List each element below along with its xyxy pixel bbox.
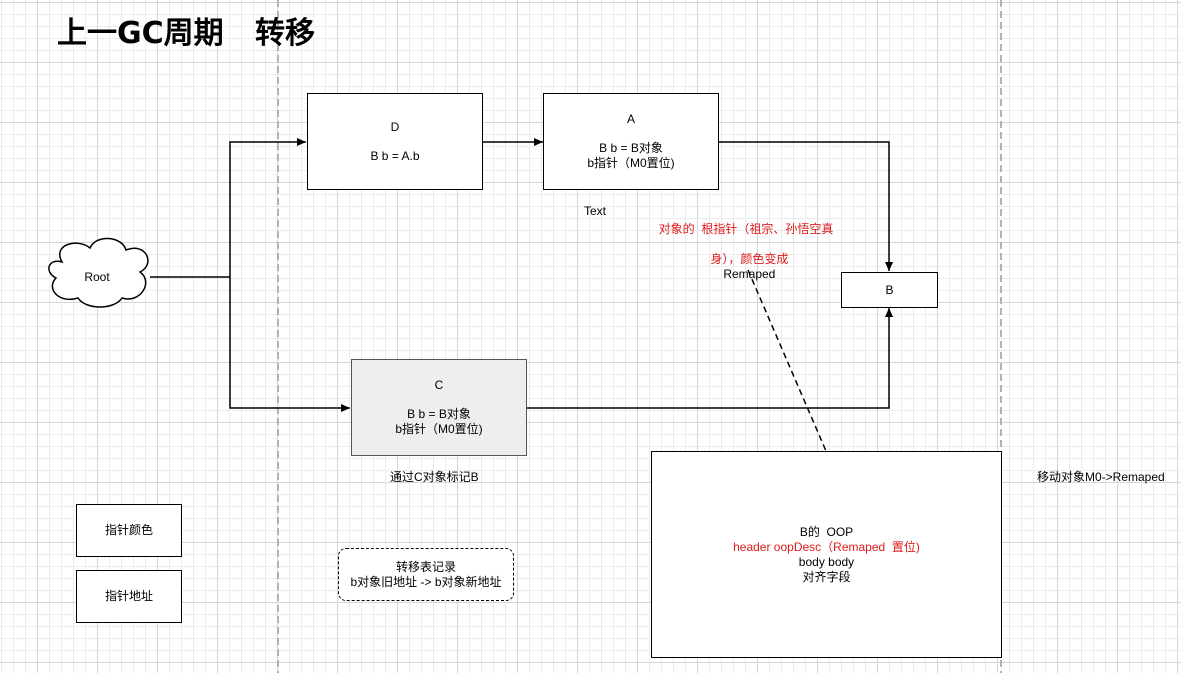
oop-line3: body body (798, 554, 855, 569)
edge-a-to-b (719, 141, 893, 271)
node-c-line2: b指针（M0置位) (395, 422, 483, 436)
mark-via-c-label: 通过C对象标记B (390, 470, 479, 484)
node-a[interactable]: A B b = B对象 b指针（M0置位) (543, 93, 719, 190)
node-d[interactable]: D B b = A.b (307, 93, 483, 190)
node-d-label: D (390, 119, 400, 134)
annotation-connector (747, 269, 827, 452)
text-label: Text (584, 204, 607, 218)
legend-pointer-address[interactable]: 指针地址 (76, 570, 182, 623)
forward-table-record[interactable]: 转移表记录 b对象旧地址 -> b对象新地址 (338, 548, 514, 601)
annotation-line1: 对象的 根指针（祖宗、孙悟空真 (658, 222, 834, 236)
annotation-line2-red: 身），颜色变成 (710, 252, 789, 266)
legend-pointer-color[interactable]: 指针颜色 (76, 504, 182, 557)
node-root-label-wrap: Root (62, 262, 132, 292)
legend-pointer-color-label: 指针颜色 (104, 523, 153, 537)
node-c-line1: B b = B对象 (407, 407, 471, 421)
node-b[interactable]: B (841, 272, 938, 308)
legend-pointer-address-label: 指针地址 (104, 589, 153, 603)
edge-root-to-d (229, 138, 306, 277)
node-root-label: Root (84, 269, 110, 284)
annotation-line2: 身），颜色变成 Remaped (648, 237, 844, 282)
root-cloud-shape[interactable] (48, 237, 149, 308)
edge-c-to-b (527, 308, 893, 409)
forward-table-line2: b对象旧地址 -> b对象新地址 (350, 574, 502, 589)
node-d-line1: B b = A.b (370, 148, 420, 163)
page-title: 上一GC周期 转移 (57, 16, 315, 51)
move-object-label: 移动对象M0->Remaped (1037, 470, 1165, 484)
node-a-label: A (626, 112, 635, 126)
node-b-label: B (885, 282, 894, 297)
node-a-line1: B b = B对象 (599, 141, 663, 155)
oop-line4: 对齐字段 (802, 569, 851, 584)
forward-table-line1: 转移表记录 (395, 559, 456, 574)
oop-line1: B的 OOP (799, 524, 854, 539)
oop-box[interactable]: B的 OOP header oopDesc（Remaped 置位) body b… (651, 451, 1002, 658)
edge-root-to-c (229, 277, 350, 412)
node-c-label: C (434, 378, 444, 392)
node-c[interactable]: C B b = B对象 b指针（M0置位) (351, 359, 527, 456)
annotation-line2-black: Remaped (723, 267, 776, 281)
node-a-line2: b指针（M0置位) (587, 156, 675, 170)
oop-line2: header oopDesc（Remaped 置位) (733, 539, 920, 554)
